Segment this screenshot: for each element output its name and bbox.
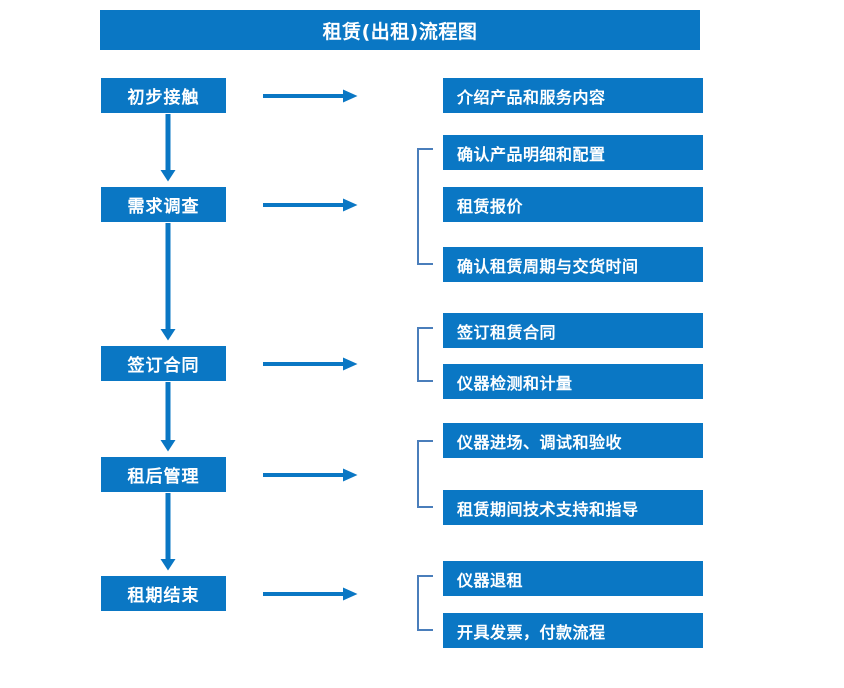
arrow-down-icon <box>160 382 176 452</box>
bracket-connector-icon <box>417 327 433 382</box>
stage-box[interactable]: 租后管理 <box>101 457 226 492</box>
arrow-right-icon <box>263 356 358 371</box>
page-title: 租赁(出租)流程图 <box>100 10 700 50</box>
arrow-right-icon <box>263 586 358 601</box>
stage-box[interactable]: 需求调查 <box>101 187 226 222</box>
stage-box[interactable]: 签订合同 <box>101 346 226 381</box>
detail-box[interactable]: 介绍产品和服务内容 <box>443 78 703 113</box>
bracket-connector-icon <box>417 575 433 631</box>
detail-box[interactable]: 仪器退租 <box>443 561 703 596</box>
detail-box[interactable]: 确认租赁周期与交货时间 <box>443 247 703 282</box>
arrow-right-icon <box>263 197 358 212</box>
bracket-connector-icon <box>417 148 433 265</box>
detail-box[interactable]: 签订租赁合同 <box>443 313 703 348</box>
stage-box[interactable]: 初步接触 <box>101 78 226 113</box>
arrow-right-icon <box>263 467 358 482</box>
detail-box[interactable]: 确认产品明细和配置 <box>443 135 703 170</box>
detail-box[interactable]: 仪器检测和计量 <box>443 364 703 399</box>
arrow-down-icon <box>160 223 176 341</box>
detail-box[interactable]: 租赁报价 <box>443 187 703 222</box>
detail-box[interactable]: 租赁期间技术支持和指导 <box>443 490 703 525</box>
arrow-down-icon <box>160 493 176 571</box>
stage-box[interactable]: 租期结束 <box>101 576 226 611</box>
detail-box[interactable]: 开具发票，付款流程 <box>443 613 703 648</box>
detail-box[interactable]: 仪器进场、调试和验收 <box>443 423 703 458</box>
arrow-right-icon <box>263 88 358 103</box>
bracket-connector-icon <box>417 440 433 508</box>
arrow-down-icon <box>160 114 176 182</box>
